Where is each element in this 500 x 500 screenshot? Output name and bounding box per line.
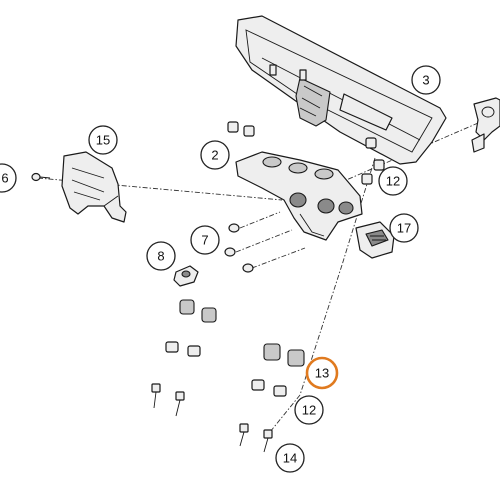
svg-text:3: 3 [422, 73, 429, 88]
callout-8: 8 [146, 241, 176, 271]
callout-13-highlighted: 13 [305, 356, 339, 390]
screw-6 [31, 172, 51, 182]
svg-text:15: 15 [96, 133, 110, 148]
svg-text:8: 8 [157, 249, 164, 264]
rubber-dampers-13 [251, 343, 305, 397]
svg-text:17: 17 [397, 221, 411, 236]
part-8-clip [173, 265, 199, 287]
svg-text:14: 14 [283, 451, 297, 466]
svg-text:12: 12 [386, 174, 400, 189]
callout-3: 3 [411, 65, 441, 95]
bolts-14 [239, 423, 273, 453]
screws-7 [224, 223, 254, 273]
mounting-clips [227, 121, 385, 185]
svg-text:13: 13 [315, 366, 329, 381]
bolts-left [151, 383, 185, 417]
callout-7: 7 [190, 225, 220, 255]
dashboard-display-unit [235, 15, 447, 165]
svg-text:6: 6 [1, 171, 8, 186]
callout-6: 6 [0, 163, 17, 193]
rubber-dampers-left [165, 299, 217, 357]
front-mask-bracket [61, 151, 127, 223]
callout-2: 2 [200, 140, 230, 170]
holder-bracket [235, 151, 363, 241]
connector-17 [355, 221, 395, 259]
callout-17: 17 [389, 213, 419, 243]
svg-text:2: 2 [211, 148, 218, 163]
callout-12-upper: 12 [378, 166, 408, 196]
callout-12-lower: 12 [294, 395, 324, 425]
svg-text:12: 12 [302, 403, 316, 418]
right-mounting-bracket [471, 97, 500, 153]
callout-15: 15 [88, 125, 118, 155]
svg-text:7: 7 [201, 233, 208, 248]
callout-14: 14 [275, 443, 305, 473]
